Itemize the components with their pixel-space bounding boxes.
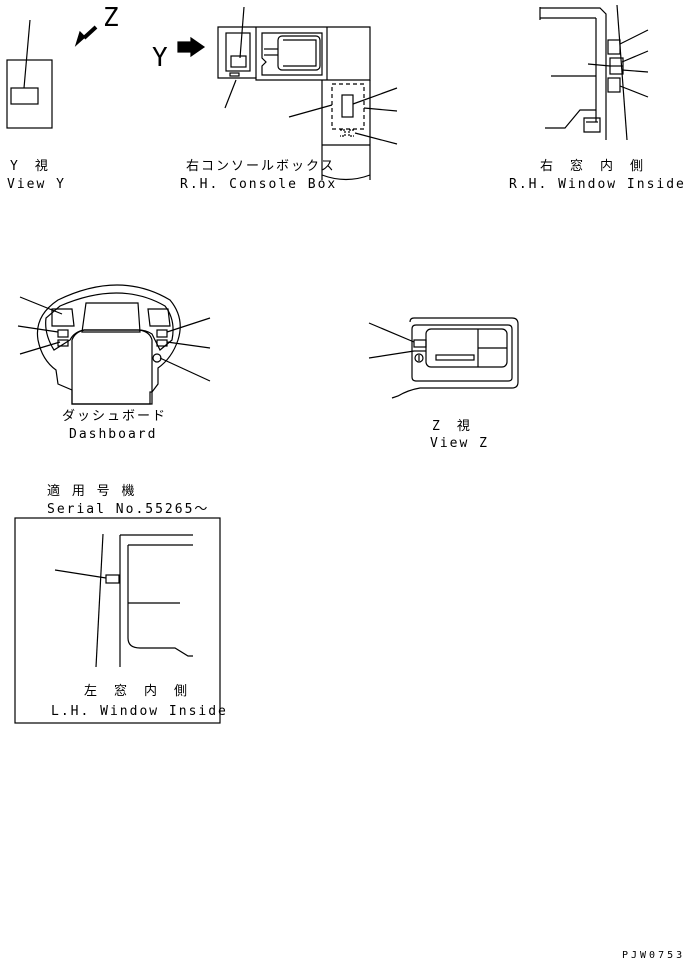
rh-window-figure [539,4,649,141]
view-y-title-jp: Y 視 [10,159,50,174]
arrow-z-letter: Z [103,3,119,33]
rh-window-plate-1 [607,39,621,55]
dashboard-plate-right-2 [156,339,168,347]
lh-window-figure [14,517,221,724]
drawing-code: PJW0753 [622,950,685,961]
lh-window-title-en: L.H. Window Inside [51,704,228,719]
view-z-figure [368,317,519,399]
rh-window-title-en: R.H. Window Inside [509,177,686,192]
view-y-leader-line [23,19,31,89]
console-title-jp: 右コンソールボックス [186,159,336,174]
dashboard-title-en: Dashboard [69,427,157,442]
console-label-plate-2 [341,94,354,118]
dashboard-plate-left-2 [57,339,69,347]
serial-title-jp: 適 用 号 機 [47,483,136,499]
view-z-title-en: View Z [430,436,489,451]
rh-window-plate-3 [607,77,621,93]
view-z-arrow-icon [74,25,98,47]
rh-window-title-jp: 右 窓 内 側 [540,158,645,174]
view-z-plate-2 [414,353,424,363]
view-y-figure [6,19,53,129]
console-label-plate-1 [230,55,247,68]
dashboard-figure [17,284,211,405]
view-y-panel [6,59,53,129]
console-title-en: R.H. Console Box [180,177,337,192]
view-y-label-plate [10,87,39,105]
arrow-y-letter: Y [152,43,168,73]
view-y-title-en: View Y [7,177,66,192]
console-box-figure [217,6,398,181]
view-y-arrow-icon [177,36,206,58]
view-z-title-jp: Z 視 [432,419,472,434]
serial-frame [14,517,221,724]
lh-window-title-jp: 左 窓 内 側 [84,683,189,699]
lh-window-plate [105,574,120,584]
serial-number: Serial No.55265〜 [47,502,209,517]
dashboard-plate-right-1 [156,329,168,338]
dashboard-plate-left-1 [57,329,69,338]
dashboard-title-jp: ダッシュボード [62,409,167,424]
view-z-plate-1 [413,339,427,348]
